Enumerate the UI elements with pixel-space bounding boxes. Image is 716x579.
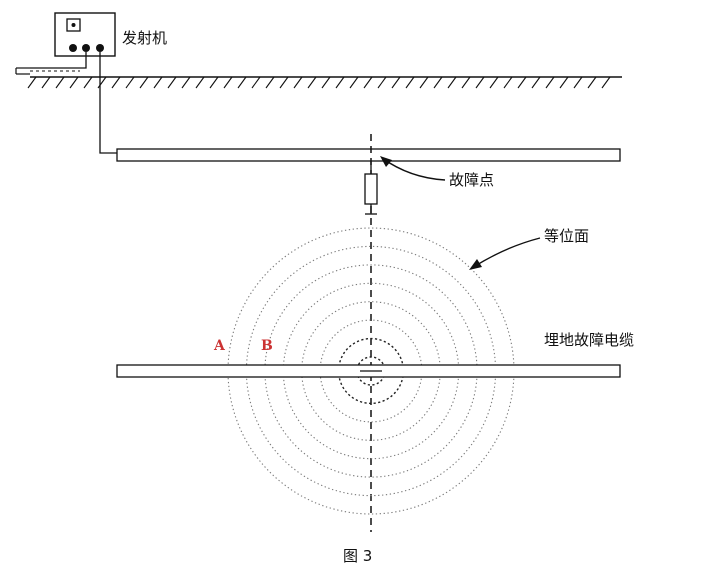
hatch-mark <box>251 76 261 89</box>
hatch-mark <box>153 76 163 89</box>
hatch-mark <box>321 76 331 89</box>
hatch-mark <box>517 76 527 89</box>
hatch-mark <box>405 76 415 89</box>
hatch-mark <box>475 76 485 89</box>
ground-surface <box>27 76 622 89</box>
transmitter-terminal-1 <box>69 44 77 52</box>
transmitter <box>54 12 116 57</box>
cable-wire <box>99 52 117 154</box>
hatch-mark <box>83 76 93 89</box>
hatch-mark <box>307 76 317 89</box>
hatch-mark <box>55 76 65 89</box>
hatch-mark <box>559 76 569 89</box>
hatch-mark <box>97 76 107 89</box>
hatch-mark <box>377 76 387 89</box>
fault-resistor <box>364 161 378 215</box>
transmitter-indicator-dot <box>71 23 76 27</box>
hatch-mark <box>433 76 443 89</box>
hatch-mark <box>195 76 205 89</box>
hatch-mark <box>601 76 611 89</box>
hatch-mark <box>531 76 541 89</box>
hatch-mark <box>279 76 289 89</box>
transmitter-terminal-3 <box>96 44 104 52</box>
figure-caption: 图 3 <box>343 547 373 565</box>
hatch-mark <box>363 76 373 89</box>
hatch-mark <box>27 76 37 89</box>
point-a-label: A <box>214 338 225 354</box>
hatch-mark <box>461 76 471 89</box>
ground-stake <box>15 67 80 75</box>
transmitter-terminal-2 <box>82 44 90 52</box>
hatch-mark <box>125 76 135 89</box>
hatch-mark <box>293 76 303 89</box>
fault-point-label: 故障点 <box>449 171 495 189</box>
hatch-mark <box>573 76 583 89</box>
hatch-mark <box>503 76 513 89</box>
hatch-mark <box>265 76 275 89</box>
equipotential-label: 等位面 <box>544 227 590 245</box>
hatch-mark <box>237 76 247 89</box>
hatch-mark <box>419 76 429 89</box>
ground-hatching <box>27 76 611 89</box>
cable-label: 埋地故障电缆 <box>544 331 635 349</box>
hatch-mark <box>335 76 345 89</box>
ground-wire <box>30 52 87 69</box>
hatch-mark <box>447 76 457 89</box>
hatch-mark <box>139 76 149 89</box>
transmitter-label: 发射机 <box>122 29 168 47</box>
hatch-mark <box>167 76 177 89</box>
hatch-mark <box>181 76 191 89</box>
hatch-mark <box>391 76 401 89</box>
hatch-mark <box>349 76 359 89</box>
hatch-mark <box>41 76 51 89</box>
hatch-mark <box>587 76 597 89</box>
hatch-mark <box>69 76 79 89</box>
hatch-mark <box>111 76 121 89</box>
hatch-mark <box>545 76 555 89</box>
hatch-mark <box>489 76 499 89</box>
hatch-mark <box>209 76 219 89</box>
fault-point-arrow <box>380 156 446 181</box>
transmitter-wires <box>30 52 117 154</box>
equipotential-arrow <box>469 237 541 270</box>
point-b-label: B <box>261 338 273 354</box>
upper-cable <box>116 148 621 162</box>
hatch-mark <box>223 76 233 89</box>
